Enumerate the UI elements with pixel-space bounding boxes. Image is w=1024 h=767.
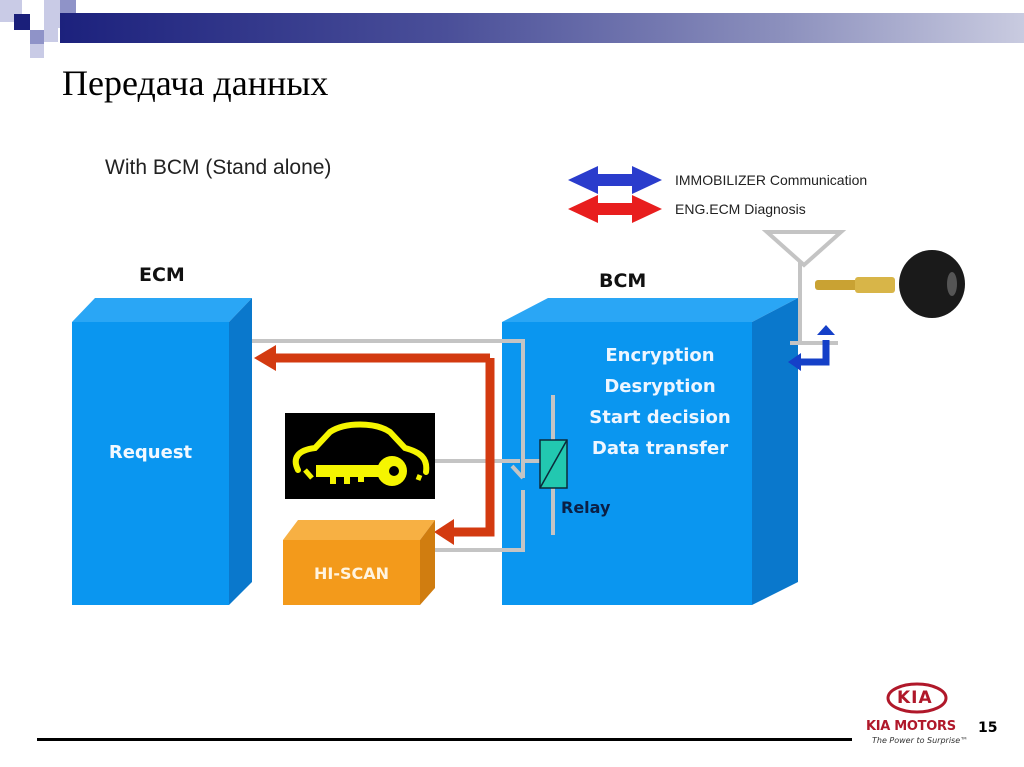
bcm-label: BCM: [599, 270, 647, 292]
bcm-block: [502, 298, 798, 605]
footer-divider: [37, 738, 852, 741]
brand-tagline: The Power to Surprise™: [872, 736, 969, 745]
legend-label-immobilizer: IMMOBILIZER Communication: [675, 172, 868, 188]
diagnosis-arrow: [254, 345, 495, 545]
header-square: [30, 44, 44, 58]
kia-logo: [886, 682, 948, 714]
header-bar: [60, 13, 1024, 43]
relay-label: Relay: [561, 498, 611, 517]
legend-arrow-diagnosis: [568, 195, 662, 223]
relay-coil-icon: [539, 439, 568, 489]
page-number: 15: [978, 720, 998, 736]
header-square: [44, 28, 58, 42]
header-square: [44, 0, 60, 14]
legend-label-diagnosis: ENG.ECM Diagnosis: [675, 201, 806, 217]
wire-hiscan: [433, 490, 525, 552]
kia-logo-text: KIA: [897, 688, 933, 708]
immobilizer-warning-icon: [285, 413, 435, 499]
hi-scan-block: [283, 520, 435, 605]
diagram-subtitle: With BCM (Stand alone): [105, 156, 332, 179]
hi-scan-label: HI-SCAN: [313, 564, 390, 583]
smart-key-icon: [815, 250, 965, 318]
header-square: [14, 14, 30, 30]
slide-title: Передача данных: [62, 63, 329, 103]
legend-arrow-immobilizer: [568, 166, 662, 194]
antenna-icon: [761, 230, 847, 268]
wire-ecm-bcm: [252, 339, 525, 478]
bcm-function: Data transfer: [591, 438, 729, 459]
ecm-content: Request: [108, 442, 193, 463]
relay-switch: [510, 464, 525, 480]
ecm-label: ECM: [139, 264, 185, 286]
bcm-function: Encryption: [605, 345, 715, 366]
immobilizer-arrow: [788, 325, 835, 371]
header-square: [30, 30, 44, 44]
bcm-function-list: Encryption Desryption Start decision Dat…: [560, 340, 760, 464]
header-square: [44, 14, 60, 28]
bcm-function: Desryption: [604, 376, 716, 397]
brand-name: KIA MOTORS: [866, 719, 956, 734]
ecm-block: [72, 298, 252, 605]
bcm-function: Start decision: [589, 407, 731, 428]
